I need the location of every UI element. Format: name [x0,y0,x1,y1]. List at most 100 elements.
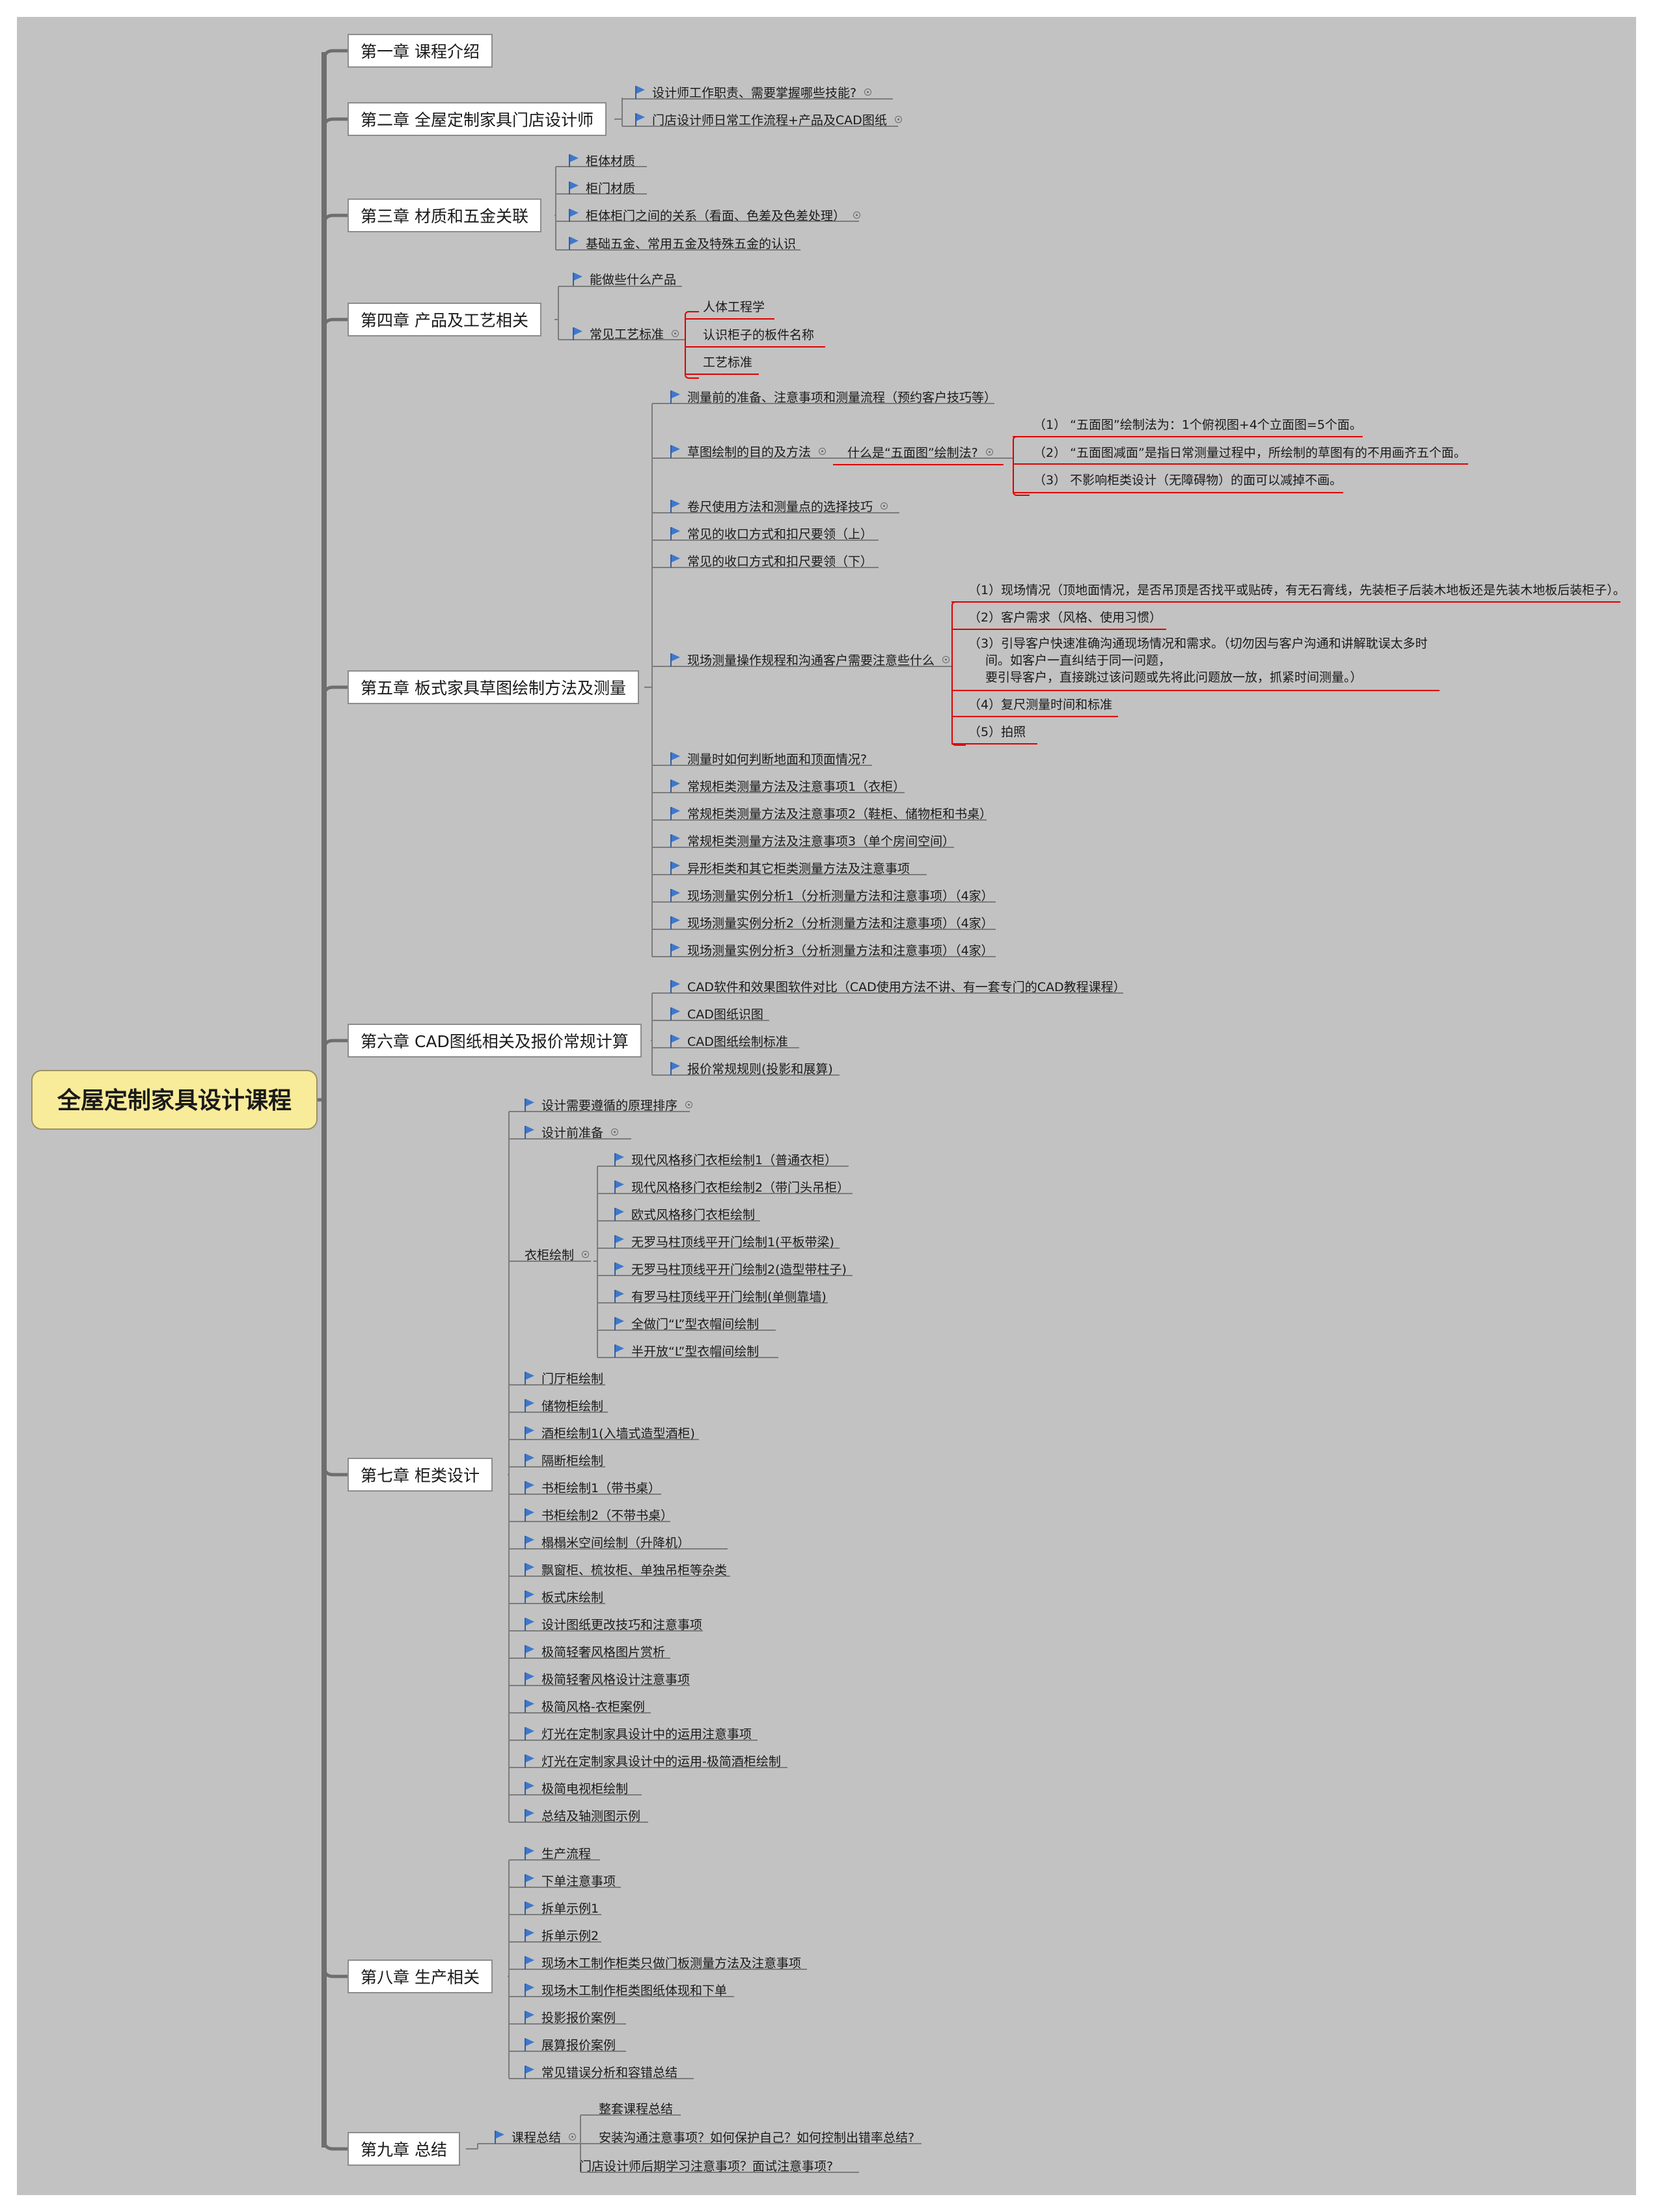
ch3-item[interactable]: 柜门材质 [564,179,635,198]
ch6-item[interactable]: CAD软件和效果图软件对比（CAD使用方法不讲、有一套专门的CAD教程课程） [665,977,1126,997]
ch2-item[interactable]: 设计师工作职责、需要掌握哪些技能? [630,83,872,103]
ch9-sub[interactable]: 整套课程总结 [599,2102,674,2116]
ch8-item[interactable]: 常见错误分析和容错总结 [519,2063,677,2082]
ch5-item[interactable]: 测量时如何判断地面和顶面情况? [665,750,867,769]
wardrobe-item[interactable]: 现代风格移门衣柜绘制2（带门头吊柜） [609,1178,849,1197]
wardrobe-item[interactable]: 欧式风格移门衣柜绘制 [609,1205,755,1225]
wardrobe-item[interactable]: 有罗马柱顶线平开门绘制(单侧靠墙) [609,1287,826,1307]
ch6-item[interactable]: CAD图纸识图 [665,1005,763,1024]
ch5-item[interactable]: 常见的收口方式和扣尺要领（下） [665,552,873,571]
chapter-4[interactable]: 第四章 产品及工艺相关 [348,303,541,336]
ch8-item[interactable]: 生产流程 [519,1844,591,1864]
ch8-item[interactable]: 下单注意事项 [519,1872,616,1891]
ch9-sub[interactable]: 安装沟通注意事项？如何保护自己？如何控制出错率总结? [599,2131,915,2145]
ch5-item[interactable]: 常规柜类测量方法及注意事项2（鞋柜、储物柜和书桌） [665,804,992,824]
xianchang-note[interactable]: （4）复尺测量时间和标准 [968,698,1113,712]
wardrobe-item[interactable]: 无罗马柱顶线平开门绘制2(造型带柱子) [609,1260,847,1279]
ch6-item[interactable]: 报价常规规则(投影和展算) [665,1059,833,1079]
ch5-item[interactable]: 异形柜类和其它柜类测量方法及注意事项 [665,859,910,879]
ch3-item[interactable]: 柜体材质 [564,152,635,171]
ch7-item[interactable]: 极简风格-衣柜案例 [519,1697,645,1717]
ch7-item[interactable]: 极简轻奢风格设计注意事项 [519,1670,690,1689]
expand-icon[interactable] [942,656,950,663]
ch4-sub[interactable]: 认识柜子的板件名称 [703,328,815,342]
xianchang-note[interactable]: （5）拍照 [968,725,1026,739]
ch5-item[interactable]: 草图绘制的目的及方法 [665,443,826,462]
ch5-item[interactable]: 现场测量操作规程和沟通客户需要注意些什么 [665,651,950,670]
xianchang-note[interactable]: （2）客户需求（风格、使用习惯） [968,610,1162,625]
chapter-8[interactable]: 第八章 生产相关 [348,1959,493,1993]
wumian-answer[interactable]: （3） 不影响柜类设计（无障碍物）的面可以减掉不画。 [1033,473,1343,487]
wardrobe-item[interactable]: 全做门“L”型衣帽间绘制 [609,1315,759,1334]
ch6-item[interactable]: CAD图纸绘制标准 [665,1032,788,1052]
expand-icon[interactable] [853,212,861,219]
wardrobe-item[interactable]: 现代风格移门衣柜绘制1（普通衣柜） [609,1151,837,1170]
ch7-item[interactable]: 榻榻米空间绘制（升降机） [519,1533,690,1553]
xianchang-note[interactable]: （1）现场情况（顶地面情况，是否吊顶是否找平或贴砖，有无石膏线，先装柜子后装木地… [968,583,1626,597]
ch7-item[interactable]: 极简电视柜绘制 [519,1779,628,1799]
root-topic[interactable]: 全屋定制家具设计课程 [31,1070,318,1130]
ch7-item[interactable]: 隔断柜绘制 [519,1451,603,1471]
expand-icon[interactable] [569,2133,577,2140]
ch8-item[interactable]: 展算报价案例 [519,2036,616,2055]
ch4-item[interactable]: 常见工艺标准 [567,325,679,344]
ch7-item[interactable]: 飘窗柜、梳妆柜、单独吊柜等杂类 [519,1561,727,1580]
ch7-item[interactable]: 书柜绘制1（带书桌） [519,1479,661,1498]
ch7-item[interactable]: 极简轻奢风格图片赏析 [519,1643,665,1662]
ch5-item[interactable]: 测量前的准备、注意事项和测量流程（预约客户技巧等） [665,388,996,407]
ch5-item[interactable]: 现场测量实例分析2（分析测量方法和注意事项）（4家） [665,914,994,933]
ch7-item[interactable]: 灯光在定制家具设计中的运用注意事项 [519,1725,752,1744]
expand-icon[interactable] [819,448,826,455]
expand-icon[interactable] [881,502,888,510]
ch8-item[interactable]: 现场木工制作柜类只做门板测量方法及注意事项 [519,1954,801,1973]
ch8-item[interactable]: 拆单示例1 [519,1899,599,1918]
ch7-item[interactable]: 板式床绘制 [519,1588,603,1607]
ch7-item[interactable]: 设计前准备 [519,1123,619,1143]
expand-icon[interactable] [611,1128,619,1136]
ch5-item[interactable]: 卷尺使用方法和测量点的选择技巧 [665,497,888,517]
ch7-item[interactable]: 酒柜绘制1(入墙式造型酒柜) [519,1424,695,1443]
ch4-sub[interactable]: 工艺标准 [703,355,753,370]
expand-icon[interactable] [685,1101,693,1108]
ch7-item[interactable]: 书柜绘制2（不带书桌） [519,1506,673,1525]
chapter-3[interactable]: 第三章 材质和五金关联 [348,198,541,232]
expand-icon[interactable] [894,116,902,123]
chapter-2[interactable]: 第二章 全屋定制家具门店设计师 [348,102,607,136]
xianchang-note[interactable]: 要引导客户，直接跳过该问题或先将此问题放一放，抓紧时间测量。） [985,670,1363,685]
chapter-5[interactable]: 第五章 板式家具草图绘制方法及测量 [348,670,639,704]
ch3-item[interactable]: 基础五金、常用五金及特殊五金的认识 [564,234,796,254]
wumian-answer[interactable]: （1） “五面图”绘制法为：1个俯视图+4个立面图=5个面。 [1033,418,1362,432]
expand-icon[interactable] [985,448,993,456]
expand-icon[interactable] [582,1251,590,1258]
ch5-item[interactable]: 现场测量实例分析1（分析测量方法和注意事项）（4家） [665,886,994,906]
ch7-item[interactable]: 门厅柜绘制 [519,1369,603,1389]
ch5-item[interactable]: 常见的收口方式和扣尺要领（上） [665,525,873,544]
expand-icon[interactable] [864,89,872,96]
ch5-item[interactable]: 常规柜类测量方法及注意事项1（衣柜） [665,777,905,797]
ch8-item[interactable]: 拆单示例2 [519,1926,599,1946]
ch7-item[interactable]: 设计图纸更改技巧和注意事项 [519,1615,702,1635]
ch8-item[interactable]: 投影报价案例 [519,2008,616,2028]
wumian-question[interactable]: 什么是“五面图”绘制法? [843,443,993,463]
xianchang-note[interactable]: （3）引导客户快速准确沟通现场情况和需求。（切勿因与客户沟通和讲解耽误太多时 [968,636,1428,651]
ch8-item[interactable]: 现场木工制作柜类图纸体现和下单 [519,1981,727,2000]
ch4-sub[interactable]: 人体工程学 [703,300,765,314]
ch7-item[interactable]: 衣柜绘制 [521,1246,590,1265]
ch7-item[interactable]: 灯光在定制家具设计中的运用-极简酒柜绘制 [519,1752,781,1771]
wardrobe-item[interactable]: 无罗马柱顶线平开门绘制1(平板带梁) [609,1233,834,1252]
ch3-item[interactable]: 柜体柜门之间的关系（看面、色差及色差处理） [564,206,861,226]
chapter-7[interactable]: 第七章 柜类设计 [348,1458,493,1492]
expand-icon[interactable] [672,330,679,337]
chapter-9[interactable]: 第九章 总结 [348,2132,460,2166]
wumian-answer[interactable]: （2） “五面图减面”是指日常测量过程中，所绘制的草图有的不用画齐五个面。 [1033,446,1466,460]
ch5-item[interactable]: 常规柜类测量方法及注意事项3（单个房间空间） [665,832,955,851]
ch7-item[interactable]: 总结及轴测图示例 [519,1807,640,1826]
ch9-item[interactable]: 课程总结 [489,2128,577,2148]
ch7-item[interactable]: 储物柜绘制 [519,1397,603,1416]
chapter-1[interactable]: 第一章 课程介绍 [348,34,493,68]
chapter-6[interactable]: 第六章 CAD图纸相关及报价常规计算 [348,1024,642,1058]
ch7-item[interactable]: 设计需要遵循的原理排序 [519,1096,693,1115]
xianchang-note[interactable]: 间。如客户一直纠结于同一问题， [985,653,1171,668]
ch9-sub[interactable]: 门店设计师后期学习注意事项？面试注意事项? [579,2159,834,2174]
ch2-item[interactable]: 门店设计师日常工作流程+产品及CAD图纸 [630,111,902,130]
